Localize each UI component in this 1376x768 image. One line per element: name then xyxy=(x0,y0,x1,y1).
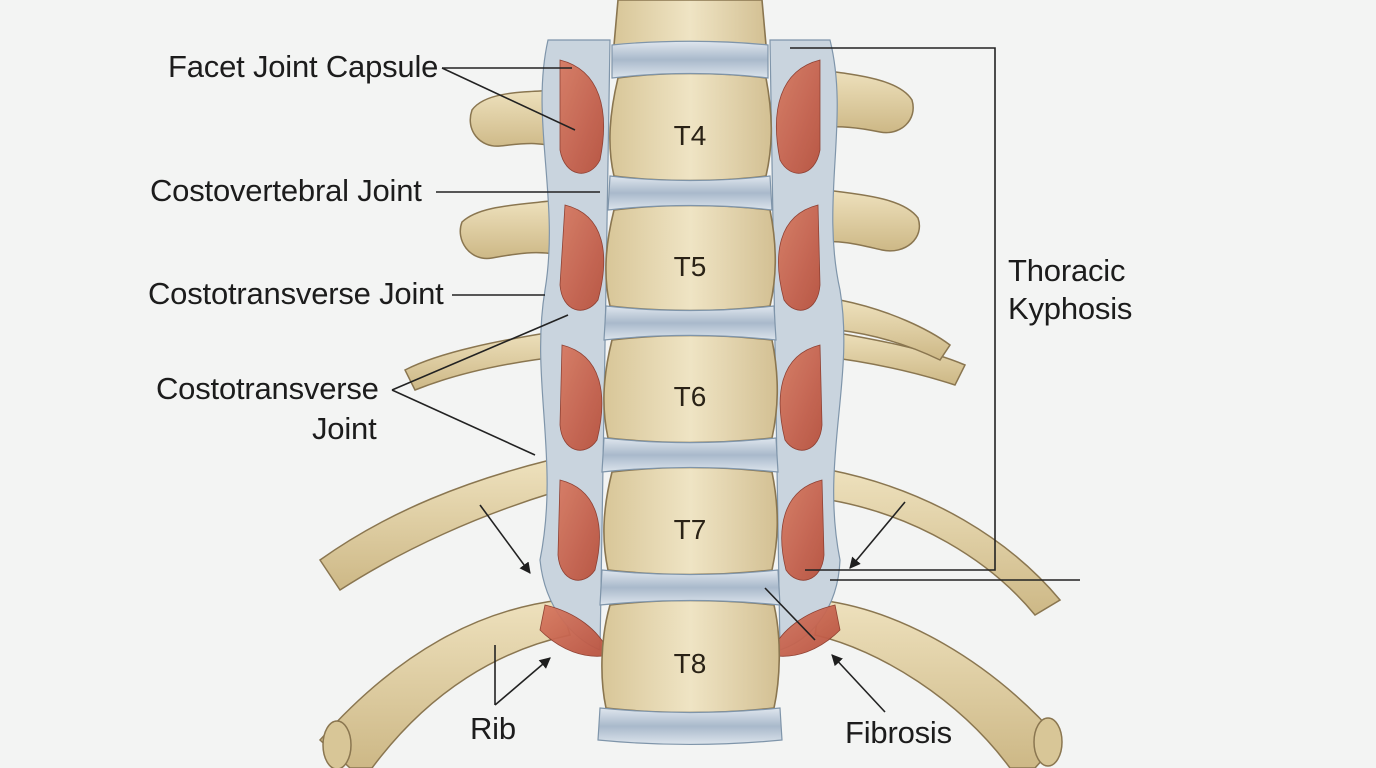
rib-left-3 xyxy=(318,599,571,768)
leader-lines xyxy=(391,47,1080,713)
ribs-left xyxy=(318,329,571,768)
label-thoracic-kyphosis-line1: Thoracic xyxy=(1008,253,1126,288)
label-costotransverse-joint-2-line2: Joint xyxy=(312,411,377,446)
rib-left-2 xyxy=(318,459,556,592)
label-costotransverse-joint: Costotransverse Joint xyxy=(148,276,444,311)
vertebra-t3-partial xyxy=(613,0,767,46)
rib-left-1 xyxy=(403,329,566,391)
rib-right-1 xyxy=(819,329,967,386)
label-costovertebral-joint: Costovertebral Joint xyxy=(150,173,422,208)
label-rib: Rib xyxy=(470,711,516,746)
intervertebral-discs xyxy=(597,40,783,746)
rib-right-2 xyxy=(829,469,1062,616)
vertebra-label-t7: T7 xyxy=(674,514,707,545)
label-fibrosis: Fibrosis xyxy=(845,715,952,750)
label-facet-joint-capsule: Facet Joint Capsule xyxy=(168,49,439,84)
transverse-processes xyxy=(459,69,952,361)
vertebra-label-t4: T4 xyxy=(674,120,707,151)
vertebra-label-t5: T5 xyxy=(674,251,707,282)
rib-left-3-end xyxy=(322,720,352,768)
ribs-right xyxy=(814,329,1063,768)
label-costotransverse-joint-2-line1: Costotransverse xyxy=(156,371,379,406)
vertebra-label-t8: T8 xyxy=(674,648,707,679)
label-thoracic-kyphosis-line2: Kyphosis xyxy=(1008,291,1133,326)
vertebra-label-t6: T6 xyxy=(674,381,707,412)
vertebral-bodies xyxy=(601,0,781,714)
rib-right-3-end xyxy=(1033,717,1063,767)
muscle-bundles xyxy=(539,59,841,657)
